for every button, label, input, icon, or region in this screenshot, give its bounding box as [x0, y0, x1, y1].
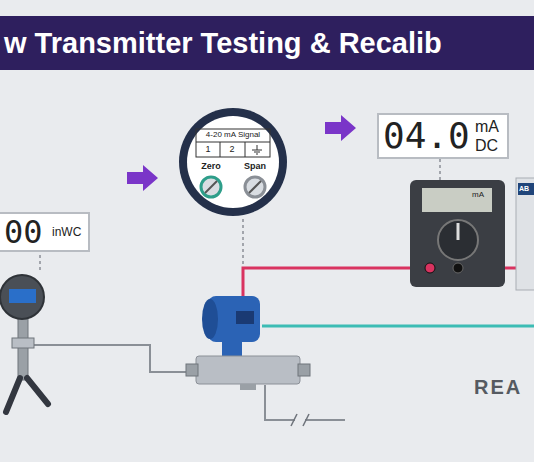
unit-label: DC — [475, 137, 498, 155]
device-detail — [205, 181, 217, 193]
pressure-reading: 00 — [4, 215, 43, 250]
span-label: Span — [244, 162, 266, 172]
process-line — [265, 385, 345, 420]
pressure-display: 00 inWC — [0, 212, 90, 252]
transmitter-window — [236, 311, 254, 324]
leader-line — [39, 255, 41, 273]
manifold-valve — [186, 364, 198, 376]
pressure-gauge — [0, 275, 44, 319]
unit-label: mA — [472, 191, 484, 200]
transmitter-cap — [202, 299, 218, 339]
node-outline — [176, 107, 290, 217]
device-detail — [249, 181, 261, 193]
device-detail — [453, 263, 463, 273]
pointer-arrow — [127, 165, 158, 191]
device-detail — [196, 129, 270, 157]
plc-module — [516, 178, 534, 290]
pump-handle — [27, 378, 48, 404]
device-detail — [438, 220, 478, 260]
break-mark — [291, 414, 297, 426]
device-detail — [422, 188, 492, 212]
pump-handle — [6, 378, 20, 412]
gauge-screen — [9, 289, 36, 303]
leader-line — [439, 159, 441, 180]
pressure-tube — [28, 345, 196, 372]
transmitter-terminal-head: 4-20 mA Signal 1 2Zero Span — [176, 107, 290, 217]
pointer-arrow — [325, 115, 356, 141]
terminal-number: 2 — [229, 145, 234, 155]
device-detail — [187, 116, 279, 208]
device-detail — [252, 150, 262, 151]
unit-label: inWC — [52, 226, 81, 239]
transmitter-neck — [222, 340, 242, 358]
leader-line — [242, 219, 244, 264]
device-detail — [179, 108, 287, 216]
title-text: w Transmitter Testing & Recalib — [0, 16, 534, 70]
device-detail — [201, 177, 221, 197]
device-detail — [425, 263, 435, 273]
break-mark — [303, 414, 309, 426]
manifold-valve — [298, 364, 310, 376]
device-detail — [256, 154, 258, 155]
terminal-number: 1 — [205, 145, 210, 155]
node-outline — [410, 180, 505, 287]
device-detail — [245, 177, 265, 197]
manifold-valve — [240, 384, 256, 390]
device-detail — [196, 142, 270, 143]
watermark: REA — [474, 376, 522, 398]
title-banner: w Transmitter Testing & Recalib — [0, 16, 534, 70]
valve-manifold — [196, 356, 300, 384]
pump-fitting — [12, 338, 34, 348]
plc-badge — [518, 183, 534, 195]
current-reading: 04.0 — [383, 116, 470, 156]
signal-wire-negative — [262, 325, 534, 328]
unit-label: mA — [475, 118, 499, 136]
brand-badge: AB — [519, 185, 529, 193]
device-detail — [457, 223, 460, 240]
signal-label: 4-20 mA Signal — [206, 131, 260, 140]
device-detail — [254, 152, 260, 153]
multimeter: mA — [410, 180, 505, 287]
device-detail — [245, 142, 246, 157]
device-detail — [257, 145, 258, 150]
current-display: 04.0 mADC — [377, 113, 509, 159]
device-detail — [220, 142, 221, 157]
pump-stem — [18, 318, 28, 380]
signal-wire-positive — [243, 268, 430, 296]
zero-label: Zero — [201, 162, 221, 172]
